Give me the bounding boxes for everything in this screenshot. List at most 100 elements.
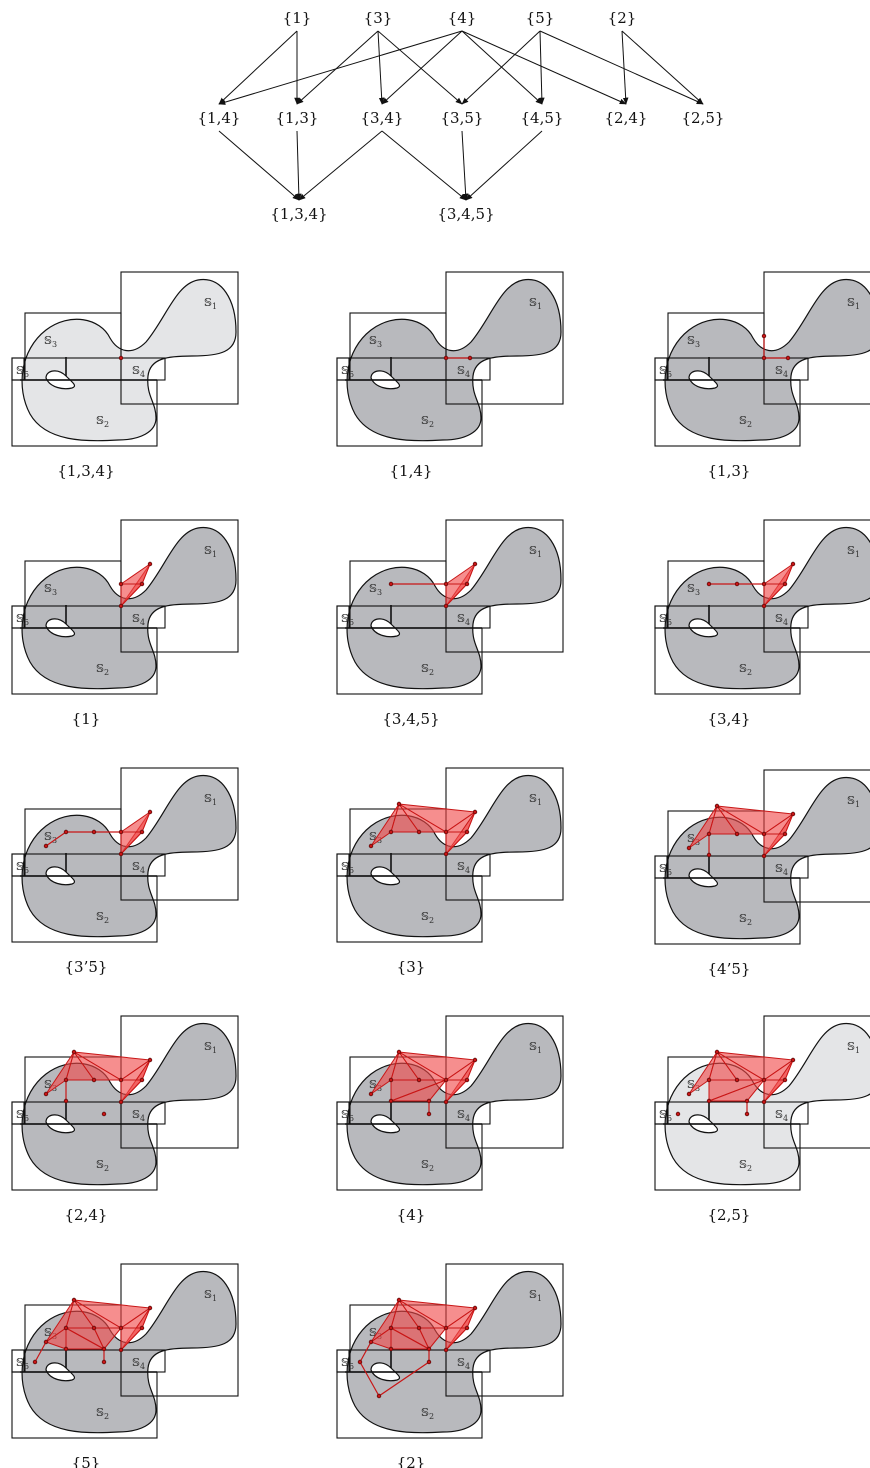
complex-vertex: [388, 1346, 394, 1352]
complex-vertex: [761, 603, 767, 609]
complex-vertex: [426, 1111, 432, 1117]
complex-vertex: [43, 1339, 49, 1345]
box-s5: [11, 1349, 25, 1373]
complex-vertex: [426, 1359, 432, 1365]
complex-vertex: [443, 829, 449, 835]
complex-vertex: [734, 1077, 740, 1083]
lattice-node-5: {5}: [526, 9, 555, 27]
lattice-node-3-5: {3,5}: [441, 109, 484, 127]
complex-vertex: [686, 845, 692, 851]
complex-vertex: [472, 1057, 478, 1063]
domain-shape: [664, 1023, 870, 1186]
panel-caption: {1,3,4}: [57, 462, 114, 480]
lattice-node-4: {4}: [448, 9, 477, 27]
domain-shape: [664, 279, 870, 442]
complex-vertex: [443, 355, 449, 361]
complex-vertex: [761, 1099, 767, 1105]
box-s5: [336, 1101, 350, 1125]
complex-vertex: [388, 829, 394, 835]
domain-shape: [21, 279, 237, 442]
complex-vertex: [443, 581, 449, 587]
complex-vertex: [464, 1325, 470, 1331]
complex-triangle: [93, 1327, 122, 1350]
complex-vertex: [790, 811, 796, 817]
lattice-edge: [381, 30, 463, 105]
lattice-edge: [218, 130, 300, 201]
lattice-node-1: {1}: [283, 9, 312, 27]
complex-triangle: [120, 1079, 143, 1103]
lattice-node-1-3-4: {1,3,4}: [270, 205, 327, 223]
complex-triangle: [708, 1079, 765, 1102]
complex-triangle: [763, 833, 786, 857]
complex-vertex: [63, 1325, 69, 1331]
complex-vertex: [118, 1325, 124, 1331]
complex-vertex: [426, 1346, 432, 1352]
panel-caption: {3’5}: [65, 958, 108, 976]
complex-edge: [34, 1341, 47, 1363]
lattice-node-1-4: {1,4}: [198, 109, 241, 127]
complex-vertex: [675, 1111, 681, 1117]
complex-vertex: [472, 561, 478, 567]
complex-vertex: [443, 1347, 449, 1353]
complex-vertex: [744, 1098, 750, 1104]
domain-shape: [21, 527, 237, 690]
complex-vertex: [91, 1077, 97, 1083]
complex-vertex: [443, 603, 449, 609]
box-s5: [336, 605, 350, 629]
complex-vertex: [43, 843, 49, 849]
complex-vertex: [118, 851, 124, 857]
domain-shape: [664, 777, 870, 940]
complex-vertex: [706, 1077, 712, 1083]
complex-vertex: [396, 1297, 402, 1303]
complex-edge: [45, 831, 67, 847]
complex-vertex: [706, 581, 712, 587]
complex-vertex: [782, 581, 788, 587]
complex-triangle: [418, 1327, 447, 1350]
complex-vertex: [118, 581, 124, 587]
complex-vertex: [118, 355, 124, 361]
lattice-node-2-4: {2,4}: [605, 109, 648, 127]
complex-triangle: [390, 1079, 447, 1102]
lattice-edge: [296, 130, 302, 201]
lattice-edge: [461, 30, 541, 105]
lattice-edge: [461, 30, 627, 105]
panel-caption: {2}: [397, 1454, 426, 1468]
lattice-edge: [381, 130, 467, 201]
complex-vertex: [388, 1325, 394, 1331]
complex-vertex: [63, 1077, 69, 1083]
lattice-node-4-5: {4,5}: [521, 109, 564, 127]
complex-vertex: [118, 603, 124, 609]
panel-caption: {1,4}: [390, 462, 433, 480]
complex-vertex: [744, 1111, 750, 1117]
complex-triangle: [445, 831, 468, 855]
domain-shape: [346, 279, 562, 442]
complex-vertex: [147, 1305, 153, 1311]
complex-triangle: [445, 1079, 468, 1103]
complex-vertex: [118, 1077, 124, 1083]
lattice-edge: [539, 30, 545, 105]
panel-caption: {2,5}: [708, 1206, 751, 1224]
box-s5: [11, 605, 25, 629]
domain-shape: [21, 775, 237, 938]
complex-vertex: [714, 1049, 720, 1055]
complex-vertex: [734, 581, 740, 587]
complex-vertex: [368, 843, 374, 849]
complex-vertex: [368, 1339, 374, 1345]
complex-edge: [359, 1361, 380, 1397]
complex-vertex: [761, 333, 767, 339]
box-s5: [654, 1101, 668, 1125]
lattice-edge: [465, 130, 543, 201]
panel-caption: {2,4}: [65, 1206, 108, 1224]
complex-vertex: [63, 829, 69, 835]
box-s5: [11, 853, 25, 877]
subset-lattice-diagram: {1}{3}{4}{5}{2}{1,4}{1,3}{3,4}{3,5}{4,5}…: [198, 9, 725, 223]
